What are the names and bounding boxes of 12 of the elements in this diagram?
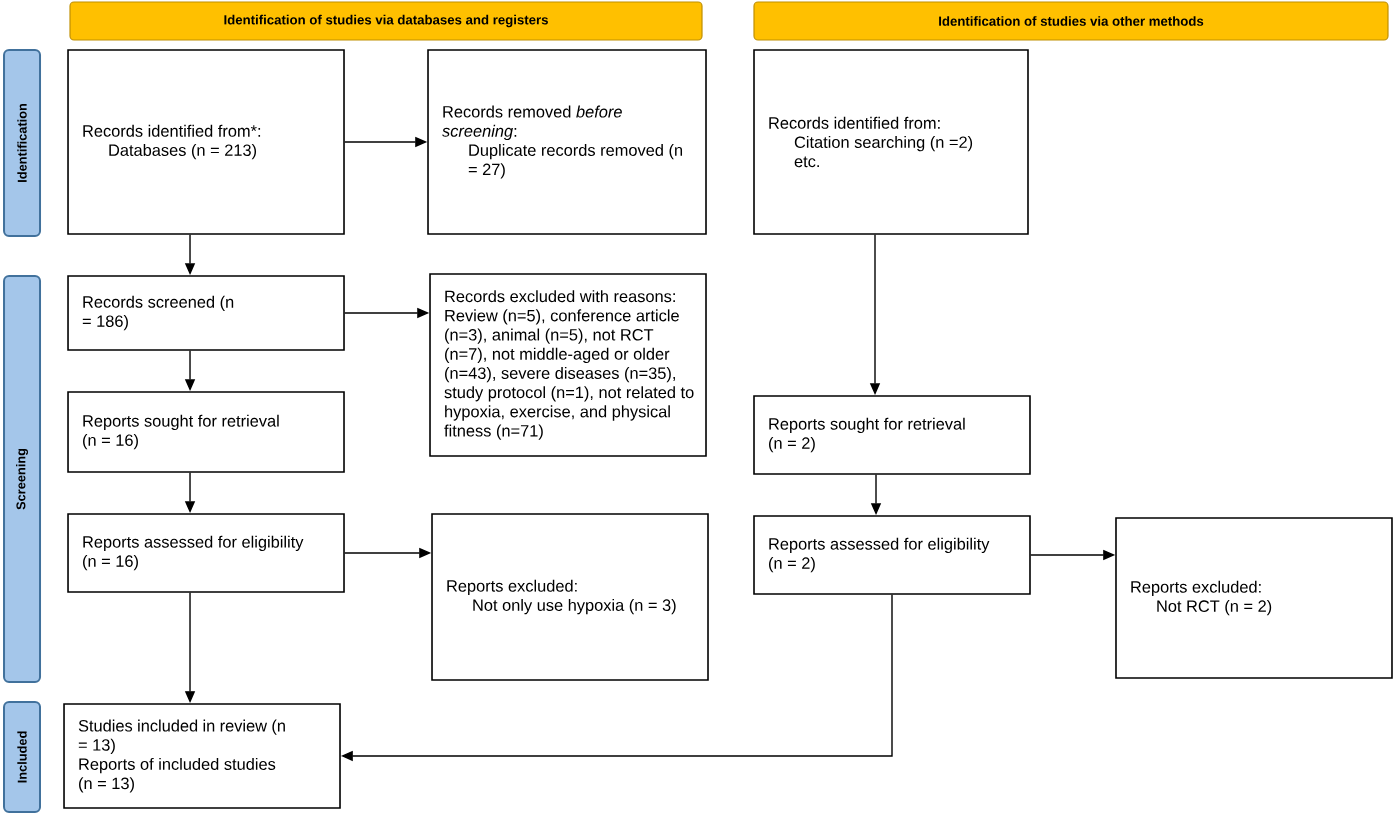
process-box: Reports assessed for eligibility (n = 16) <box>67 513 345 593</box>
process-box: Reports sought for retrieval (n = 2) <box>753 395 1031 475</box>
process-box: Reports excluded: Not RCT (n = 2) <box>1115 517 1393 679</box>
process-box: Records removed before screening: Duplicate records removed (n = 27) <box>427 49 707 235</box>
process-box: Records identified from*: Databases (n = 213) <box>67 49 345 235</box>
process-box: Records excluded with reasons: Review (n=5), conference article (n=3), animal (n=5), not RCT (n=7), not middle-aged or older (n=43), severe diseases (n=35), study protocol (n=1), not related to hypoxia, exercise, and physical fitness (n=71) <box>429 273 707 457</box>
process-box: Studies included in review (n = 13) Reports of included studies (n = 13) <box>63 703 341 809</box>
process-box: Reports assessed for eligibility (n = 2) <box>753 515 1031 595</box>
process-box: Reports sought for retrieval (n = 16) <box>67 391 345 473</box>
process-box: Records identified from: Citation searching (n =2) etc. <box>753 49 1029 235</box>
process-box: Records screened (n = 186) <box>67 275 345 351</box>
process-box: Reports excluded: Not only use hypoxia (n = 3) <box>431 513 709 681</box>
